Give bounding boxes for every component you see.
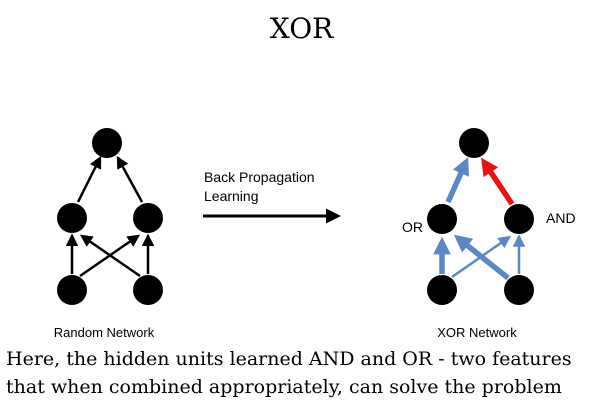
random-output-node (92, 128, 122, 158)
xor-hidden-node-or (427, 204, 457, 234)
random-edge-h1-out (76, 155, 102, 203)
slide-title: XOR (269, 12, 334, 45)
random-edge-h2-out (116, 155, 144, 203)
or-label: OR (402, 219, 423, 235)
random-hidden-node-1 (57, 203, 87, 233)
xor-output-node (459, 128, 489, 158)
xor-network: OR AND XOR Network (402, 128, 576, 340)
and-label: AND (546, 210, 576, 226)
random-input-node-1 (57, 275, 87, 305)
transition-label-line1: Back Propagation (204, 169, 315, 185)
xor-hidden-node-and (504, 204, 534, 234)
xor-network-label: XOR Network (437, 325, 517, 340)
random-network-label: Random Network (54, 325, 155, 340)
transition-label-line2: Learning (204, 188, 259, 204)
xor-edge-h1-out (445, 157, 469, 204)
xor-network-connections (433, 157, 526, 281)
backprop-transition: Back Propagation Learning (203, 169, 341, 224)
xor-edge-h2-out (481, 157, 515, 206)
caption-line-1: Here, the hidden units learned AND and O… (6, 348, 572, 370)
caption-line-2: that when combined appropriately, can so… (6, 376, 562, 398)
xor-input-node-1 (427, 275, 457, 305)
caption: Here, the hidden units learned AND and O… (6, 345, 603, 401)
xor-edge-in2-h1 (453, 234, 510, 281)
random-input-node-2 (133, 275, 163, 305)
random-edge-in2-h1 (79, 234, 141, 278)
xor-input-node-2 (504, 275, 534, 305)
random-network: Random Network (54, 128, 163, 340)
random-hidden-node-2 (133, 203, 163, 233)
random-network-connections (65, 155, 155, 278)
